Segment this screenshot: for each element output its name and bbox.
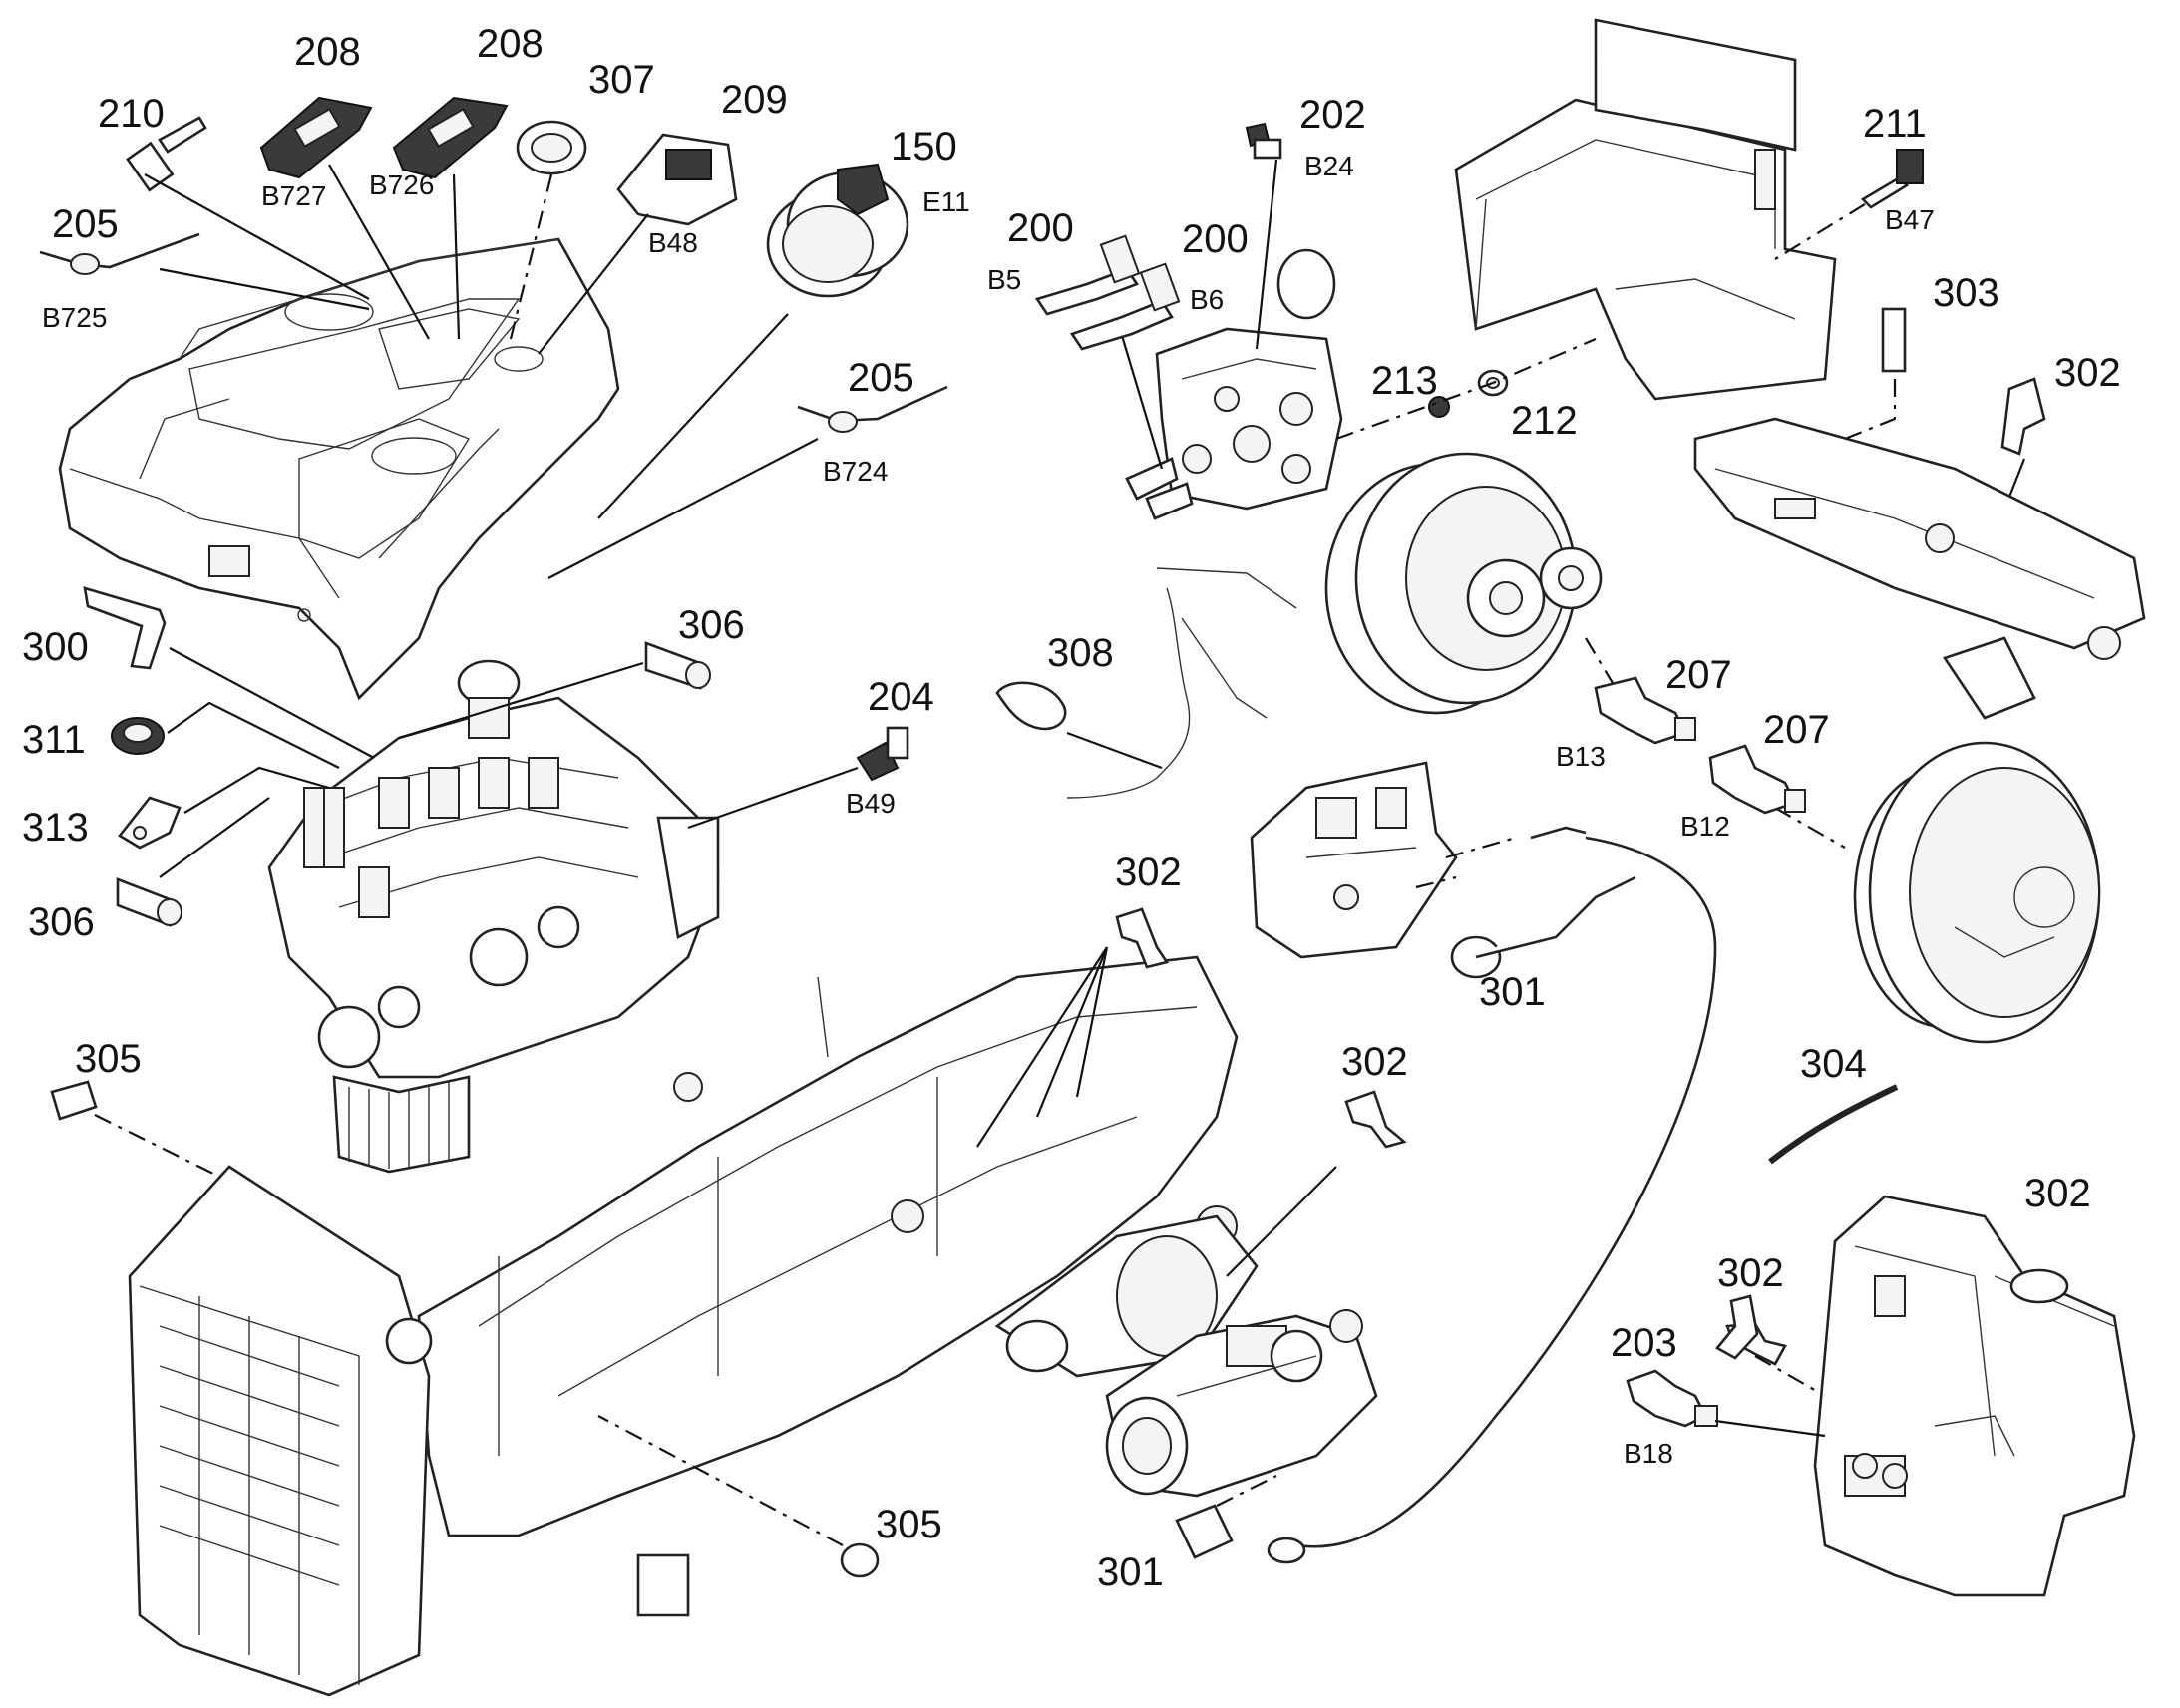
callout-number: 301 [1479, 970, 1546, 1014]
callout-number: 307 [588, 58, 655, 102]
part-208-b727-module [259, 96, 430, 340]
part-308-harness [995, 567, 1297, 799]
callout-number: 200 [1182, 217, 1249, 261]
part-210-sensor [126, 116, 370, 300]
part-306-spacer-lower [116, 797, 270, 927]
part-213-nut [1428, 396, 1450, 418]
callout-reference: B24 [1304, 151, 1354, 181]
part-302-clip-mid [1226, 1090, 1407, 1277]
part-306-spacer-upper [398, 641, 711, 740]
engine-assembly [267, 659, 720, 1174]
callout-reference: B727 [261, 180, 326, 211]
callout-number: 208 [477, 22, 544, 66]
callout-number: 301 [1097, 1550, 1164, 1594]
part-301-cap-lower [1175, 1475, 1277, 1559]
callout-number: 302 [1717, 1251, 1784, 1295]
part-205-b724-sensor [547, 385, 948, 579]
callout-number: 302 [2024, 1172, 2091, 1215]
part-202-b24-sensor [1245, 122, 1282, 350]
drive-motor-lower [1774, 741, 2101, 1044]
callout-number: 211 [1863, 102, 1927, 146]
callout-number: 200 [1007, 206, 1074, 250]
callout-number: 208 [294, 30, 361, 74]
callout-number: 302 [2054, 351, 2121, 395]
callout-reference: B47 [1885, 204, 1935, 235]
part-311-grommet [111, 701, 340, 769]
part-207-b13-sensor [1594, 676, 1696, 745]
callout-number: 210 [98, 92, 165, 136]
part-302-clip-b18 [1715, 1294, 1826, 1397]
part-203-b18-sensor [1626, 1369, 1826, 1438]
callout-number: 305 [75, 1037, 142, 1081]
part-300-bracket [83, 586, 375, 759]
starter-motor [1105, 1309, 1378, 1498]
callout-number: 300 [22, 625, 89, 669]
control-plate [1250, 761, 1517, 959]
part-307-grommet [509, 120, 587, 340]
callout-number: 313 [22, 806, 89, 850]
part-209-b48-module [538, 133, 738, 355]
callout-number: 150 [891, 125, 957, 169]
battery-cable [1267, 826, 1717, 1564]
drive-motor-upper [1324, 452, 1617, 715]
callout-number: 205 [848, 356, 914, 400]
part-207-b12-sensor [1708, 744, 1806, 815]
callout-number: 207 [1665, 653, 1732, 697]
part-305-bushing-lower [597, 1415, 880, 1578]
part-200-b5-sensor [1034, 234, 1164, 470]
part-208-b726-module [392, 96, 509, 340]
part-313-clamp [118, 766, 330, 850]
callout-number: 213 [1371, 359, 1438, 403]
callout-reference: B48 [648, 227, 698, 258]
callout-reference: B13 [1556, 741, 1606, 772]
callout-reference: B6 [1190, 284, 1224, 315]
part-305-bushing-upper [50, 1080, 220, 1178]
engine-hood [58, 237, 620, 701]
callout-reference: E11 [922, 186, 970, 217]
callout-number: 302 [1341, 1040, 1408, 1084]
part-212-washer [1335, 337, 1597, 441]
callout-number: 306 [678, 603, 745, 647]
callout-number: 205 [52, 202, 119, 246]
callout-reference: B18 [1624, 1438, 1673, 1469]
callout-reference: B49 [846, 788, 896, 819]
part-302-clip-center [976, 907, 1170, 1148]
callout-number: 306 [28, 900, 95, 944]
callout-reference: B5 [987, 264, 1021, 295]
callout-number: 305 [876, 1503, 942, 1546]
hydraulic-tank [1813, 1195, 2136, 1597]
callout-reference: B726 [369, 170, 434, 200]
valve-block [1125, 248, 1343, 520]
part-304-hose [1768, 1084, 1899, 1165]
callout-number: 308 [1047, 631, 1114, 675]
callout-number: 212 [1511, 399, 1578, 443]
part-205-b725-sensor [39, 232, 370, 311]
tank-bracket [1454, 18, 1837, 401]
callout-reference: B725 [42, 302, 107, 333]
callout-number: 207 [1763, 708, 1830, 752]
radiator-cooler [128, 1165, 433, 1697]
frame-bracket-plate [1693, 417, 2146, 720]
callout-number: 311 [22, 718, 86, 762]
part-204-b49-sensor [687, 726, 909, 830]
callout-number: 302 [1115, 851, 1182, 894]
callout-number: 209 [721, 78, 788, 122]
callout-number: 204 [868, 675, 934, 719]
callout-reference: B12 [1680, 811, 1730, 842]
callout-number: 304 [1800, 1042, 1867, 1086]
part-150-ring-heater [597, 163, 909, 519]
callout-number: 202 [1299, 93, 1366, 137]
chassis-frame [417, 955, 1259, 1617]
part-211-b47-sensor [1774, 149, 1924, 260]
callout-number: 203 [1611, 1321, 1677, 1365]
callout-number: 303 [1933, 271, 1999, 315]
part-200-b6-sensor [1069, 262, 1181, 351]
part-303-spacer [1844, 307, 1907, 441]
callout-reference: B724 [823, 456, 888, 487]
callout-labels: 210 208 B727 208 B726 307 209 B48 150 E1… [22, 22, 2121, 1594]
